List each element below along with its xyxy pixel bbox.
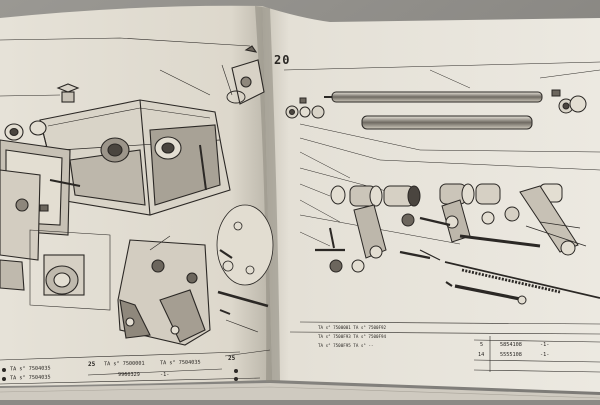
- right-ref-b-no: 14: [478, 352, 485, 358]
- right-ref-a-no: 5: [480, 342, 484, 348]
- right-footer-row3: TA s° 7500F95 TA s° --: [318, 343, 374, 348]
- left-footer-part: 9960329: [118, 372, 140, 378]
- gutter-shadow: [255, 6, 280, 382]
- left-footer-markers: [2, 368, 238, 381]
- left-diagram: [0, 37, 274, 346]
- right-ref-a-qty: -1-: [540, 342, 550, 348]
- left-footer-qty: -1-: [160, 372, 170, 378]
- left-footer-range-b: TA s° 7504035: [159, 359, 201, 367]
- page-number: 20: [274, 53, 291, 67]
- left-footer-item-no-b: 25: [228, 355, 236, 362]
- right-diagram: [283, 61, 600, 305]
- page-stack-edge: [0, 383, 600, 400]
- left-footer-row1: TA s° 7504035: [9, 365, 51, 373]
- left-footer-range-a: TA s° 7500001: [103, 360, 145, 368]
- left-footer-lines: [0, 349, 271, 385]
- left-footer-item-no: 25: [88, 361, 96, 368]
- right-ref-b-part: 5555108: [500, 352, 522, 358]
- right-footer-row1: TA s° 7500001 TA s° 7500F92: [318, 325, 387, 330]
- right-ref-b-qty: -1-: [540, 352, 550, 358]
- right-ref-a-part: 5854108: [500, 342, 522, 348]
- left-footer-row2: TA s° 7504035: [9, 374, 51, 382]
- right-footer-row2: TA s° 7500F93 TA s° 7500F94: [318, 334, 387, 339]
- right-footer-lines: [289, 321, 600, 373]
